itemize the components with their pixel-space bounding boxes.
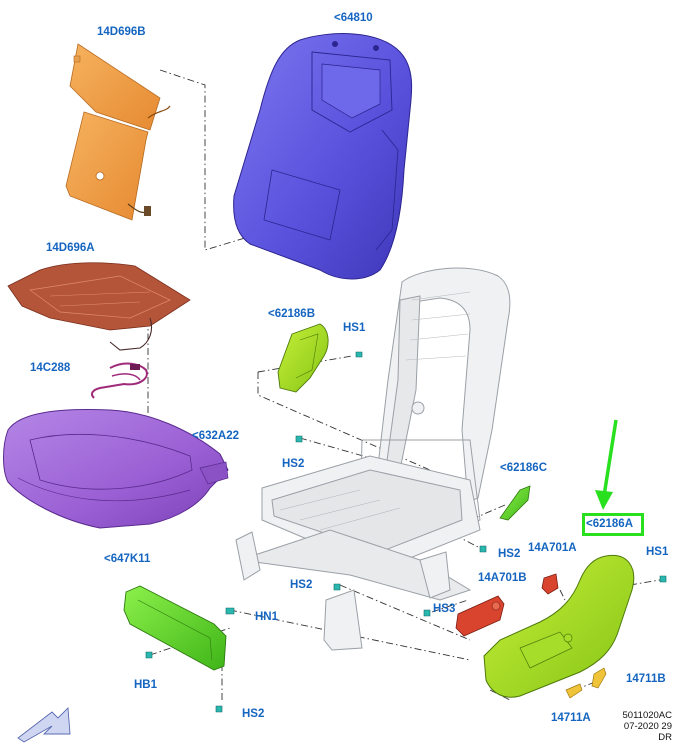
wire-harness-14c288 <box>91 362 148 399</box>
fasteners <box>145 351 667 713</box>
drawing-date: 07-2020 29 <box>623 721 672 732</box>
label-62186b: <62186B <box>268 308 315 320</box>
label-hs2-mid: HS2 <box>282 458 305 470</box>
backrest-foam-64810 <box>233 33 413 280</box>
knob-14711b <box>591 667 607 689</box>
label-hs2-right: HS2 <box>498 548 521 560</box>
label-hs2-center: HS2 <box>290 579 313 591</box>
side-shield-62186b <box>277 323 329 393</box>
label-hs1-top: HS1 <box>343 322 366 334</box>
cushion-heater-mat-14d696a <box>7 262 191 351</box>
label-64810: <64810 <box>334 12 373 24</box>
highlight-arrow <box>595 419 618 510</box>
label-hs1-right: HS1 <box>646 546 669 558</box>
backrest-heater-pad-14d696b <box>65 43 171 221</box>
label-hs2-bottom: HS2 <box>242 708 265 720</box>
seat-frame <box>235 267 511 651</box>
label-14a701b: 14A701B <box>478 572 527 584</box>
label-647k11: <647K11 <box>104 553 151 565</box>
label-632a22: <632A22 <box>192 430 239 442</box>
trim-62186c <box>499 485 531 521</box>
drawing-number: 5011020AC <box>622 710 672 721</box>
cushion-foam-632a22 <box>3 409 229 529</box>
label-14c288: 14C288 <box>30 362 71 374</box>
label-14711b: 14711B <box>626 673 666 685</box>
view-direction-arrow-icon <box>17 706 71 743</box>
side-shield-62186a <box>483 554 635 698</box>
knob-14711a <box>565 683 583 699</box>
label-62186c: <62186C <box>500 462 547 474</box>
label-14d696a: 14D696A <box>46 242 95 254</box>
label-14d696b: 14D696B <box>97 26 146 38</box>
drawing-suffix: DR <box>658 732 672 743</box>
label-hb1: HB1 <box>134 679 158 691</box>
switch-14a701b <box>455 595 505 637</box>
drawing-reference: 5011020AC 07-2020 29 DR <box>623 710 672 743</box>
label-14711a: 14711A <box>551 712 591 724</box>
label-14a701a: 14A701A <box>528 542 577 554</box>
front-trim-647k11 <box>123 585 227 671</box>
highlight-box <box>582 513 644 536</box>
label-hn1: HN1 <box>255 611 279 623</box>
switch-14a701a <box>541 573 559 595</box>
label-hs3: HS3 <box>433 603 456 615</box>
label-62186a: <62186A <box>586 518 633 530</box>
